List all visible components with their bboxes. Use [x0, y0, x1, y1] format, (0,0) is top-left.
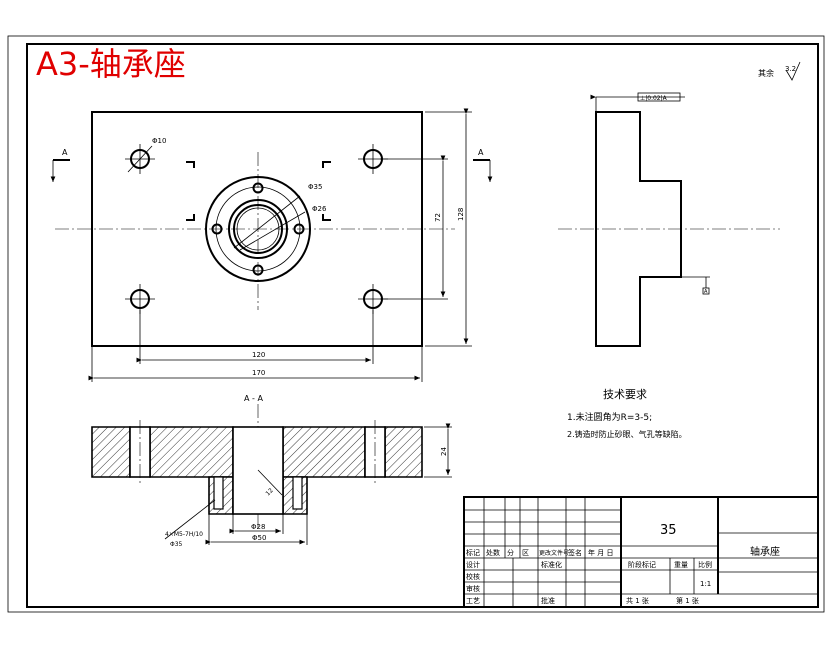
dim-inner-height: 72 [434, 213, 442, 222]
drawing-title: A3-轴承座 [36, 45, 186, 83]
lbl-approve: 批准 [541, 596, 555, 605]
roughness-label: 其余 [758, 68, 774, 78]
datum-label: ⊥|0.02|A [640, 95, 668, 102]
lbl-weight: 重量 [674, 561, 688, 569]
section-view: A - A 12 24 Φ28 Φ50 4×M5- [91, 394, 452, 548]
hdr-count: 处数 [486, 548, 500, 557]
tech-req-item-2: 2.铸造时防止砂眼、气孔等缺陷。 [567, 429, 687, 439]
section-mark-right: A [473, 148, 493, 182]
roughness-value: 3.2 [785, 65, 796, 73]
flange [205, 176, 311, 282]
roughness-symbol: 其余 3.2 [758, 61, 801, 81]
dim-inner-width: 120 [252, 351, 265, 359]
hdr-zone: 区 [522, 549, 529, 557]
lbl-checker: 校核 [466, 572, 480, 581]
lbl-scale: 比例 [698, 560, 712, 569]
geometric-tolerance-frame [637, 92, 681, 102]
title-block: 35 轴承座 标记 处数 分 区 更改文件号 签名 年 月 日 设计 标准化 校… [463, 496, 819, 608]
svg-text:A: A [478, 148, 484, 157]
dim-depth: 12 [264, 487, 274, 497]
datum-box [702, 287, 710, 295]
lbl-stage-mark: 阶段标记 [628, 560, 656, 569]
dim-section-thickness: 24 [440, 447, 448, 456]
dim-boss-inner: Φ28 [251, 523, 265, 531]
technical-requirements: 技术要求 1.未注圆角为R=3-5; 2.铸造时防止砂眼、气孔等缺陷。 [567, 388, 687, 439]
val-scale: 1:1 [700, 580, 711, 588]
inner-frame [26, 43, 819, 608]
lbl-reviewer: 审核 [466, 584, 480, 593]
dim-total-width: 170 [252, 369, 265, 377]
hdr-date: 年 月 日 [588, 548, 613, 557]
dim-bore-dia: Φ26 [312, 205, 327, 213]
tech-req-heading: 技术要求 [603, 388, 647, 401]
section-view-label: A - A [244, 394, 263, 403]
dim-hole-dia: Φ10 [152, 137, 166, 145]
svg-text:A: A [704, 289, 708, 295]
hdr-change: 更改文件号 [539, 549, 569, 557]
hdr-div: 分 [507, 548, 514, 557]
lbl-sheet-no: 第 1 张 [676, 596, 699, 605]
lbl-sheets-total: 共 1 张 [626, 596, 649, 605]
dim-flange-dia: Φ35 [308, 183, 322, 191]
thread-note: 4×M5-7H/10 [165, 531, 203, 538]
section-mark-left: A [50, 148, 70, 182]
thread-sub: Φ35 [170, 541, 183, 548]
lbl-process: 工艺 [466, 597, 480, 605]
front-view: Φ10 Φ35 Φ26 128 72 120 170 A A [50, 108, 493, 382]
side-view: ⊥|0.02|A A [558, 92, 780, 347]
hdr-sign: 签名 [568, 548, 582, 557]
tech-req-item-1: 1.未注圆角为R=3-5; [567, 411, 652, 423]
svg-text:A: A [62, 148, 68, 157]
hdr-mark: 标记 [466, 548, 480, 557]
lbl-standardization: 标准化 [541, 560, 562, 569]
part-name: 轴承座 [750, 545, 780, 558]
outer-frame [7, 35, 825, 613]
dim-total-height: 128 [457, 208, 465, 221]
plate-outline [91, 111, 423, 347]
dim-boss-outer: Φ50 [252, 534, 266, 542]
part-material: 35 [660, 523, 677, 538]
lbl-designer: 设计 [466, 560, 480, 569]
